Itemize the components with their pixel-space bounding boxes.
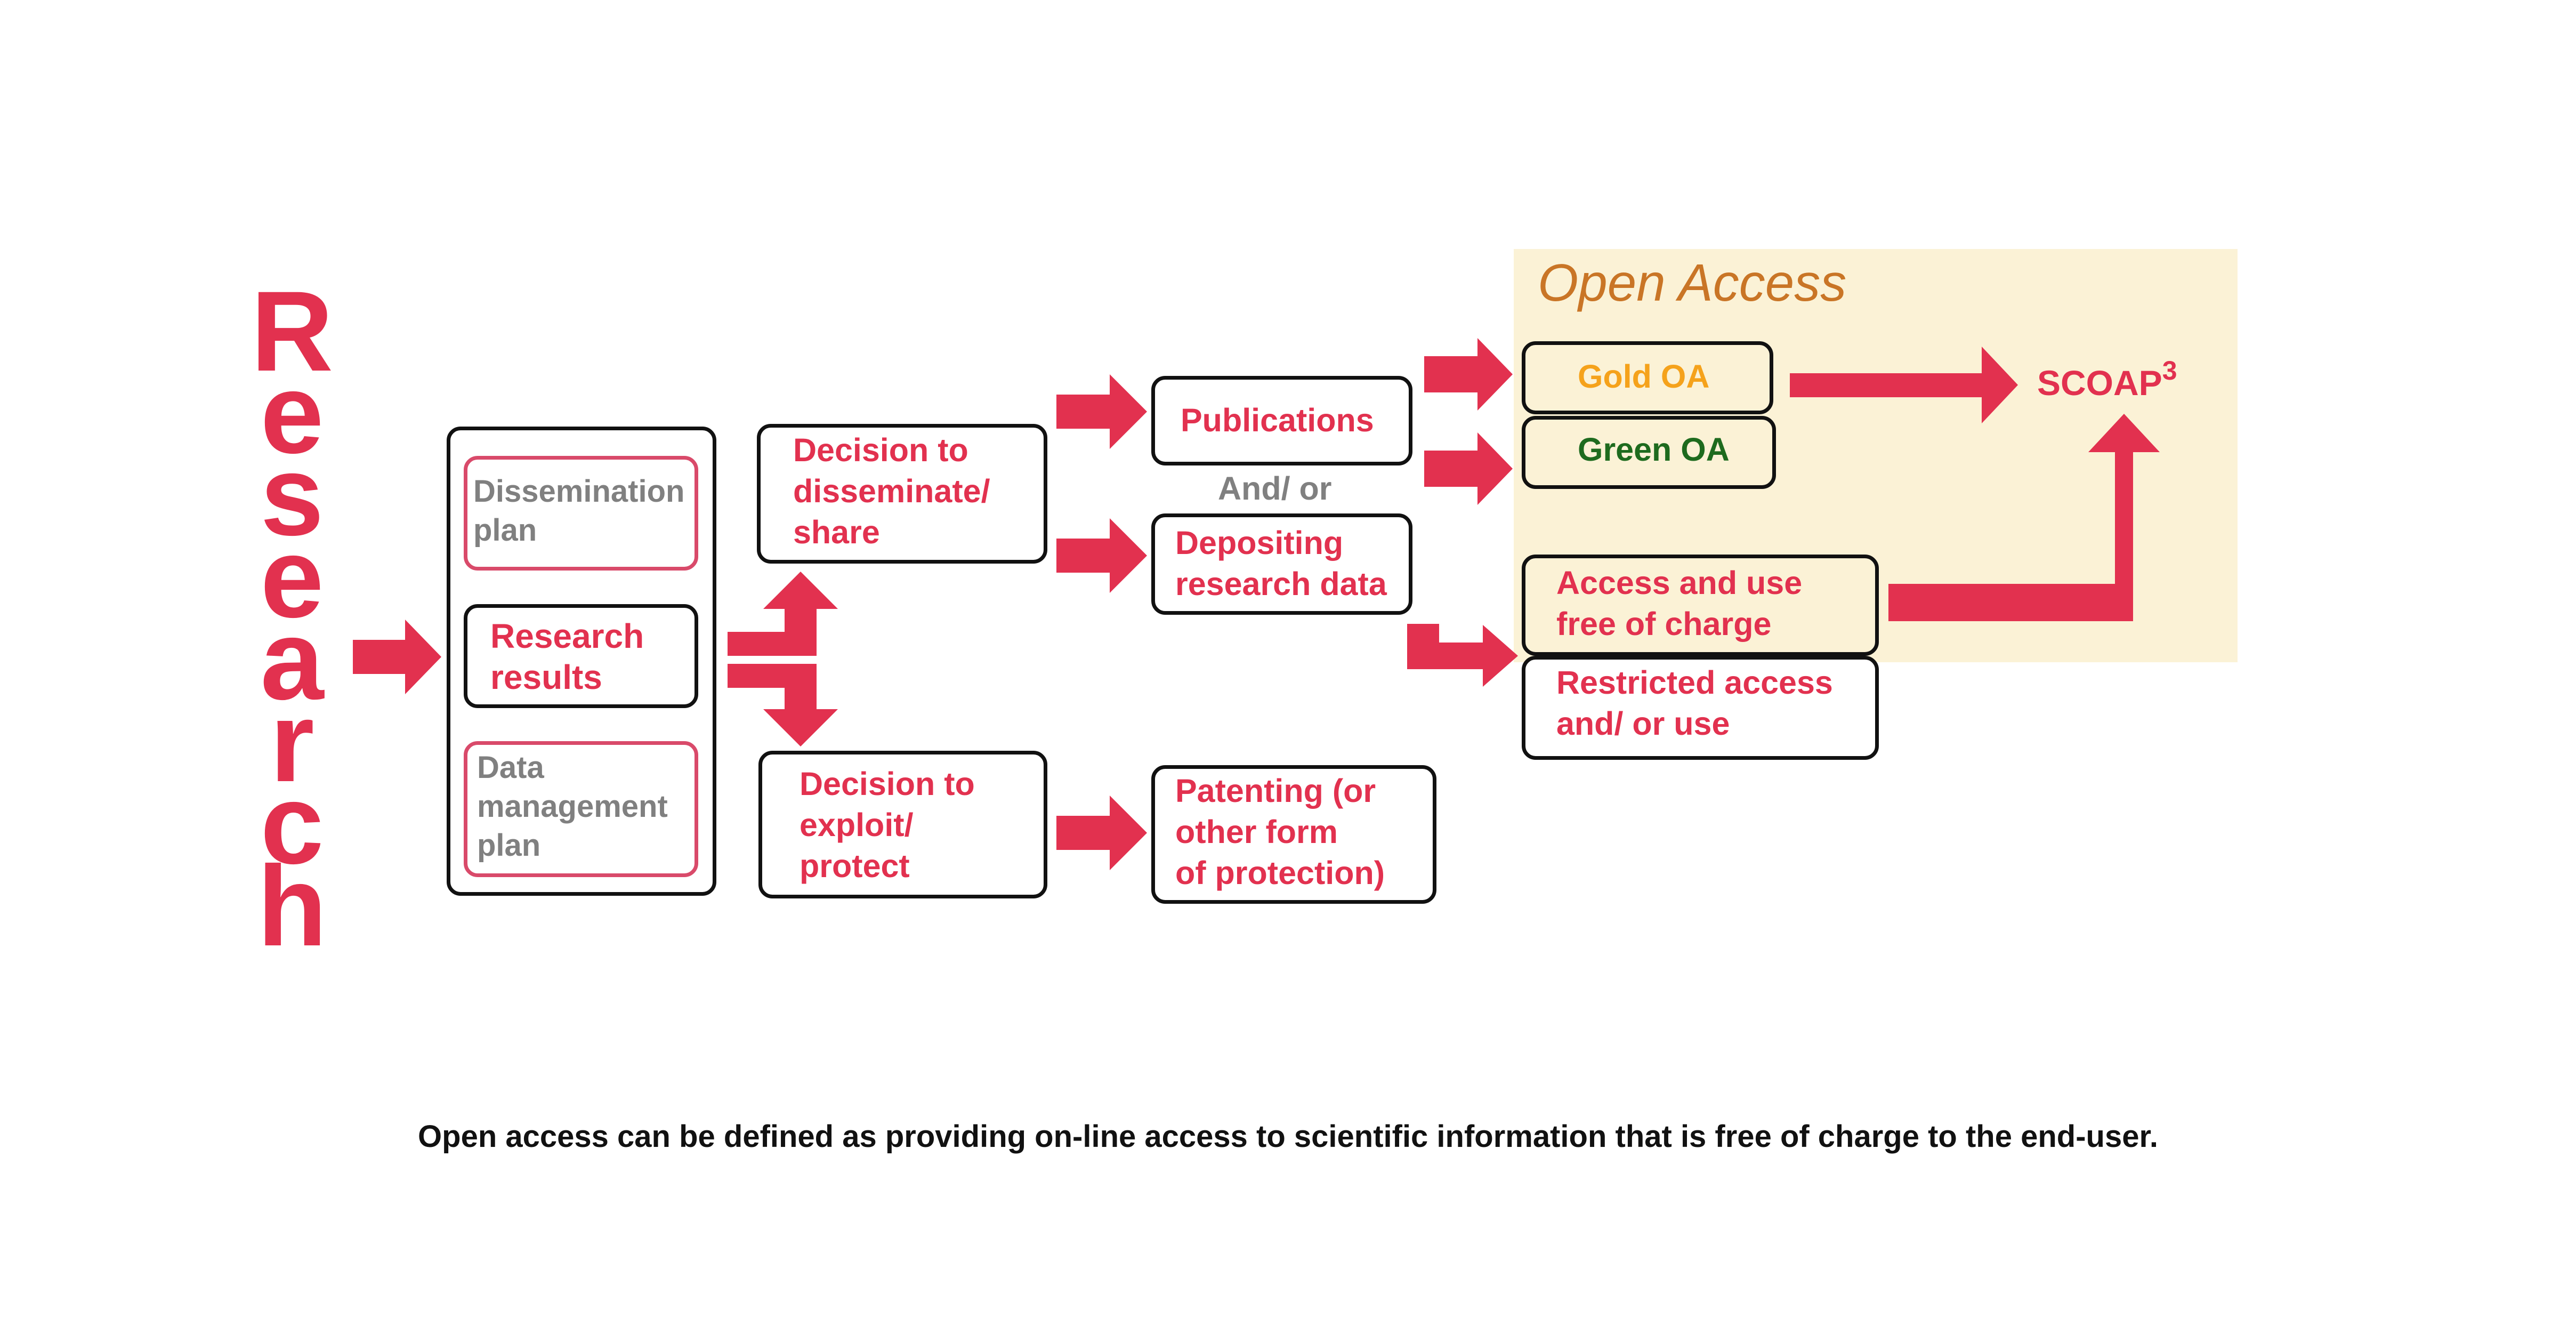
research-letter: e	[260, 350, 324, 477]
dissemination-plan-box	[464, 456, 698, 571]
patenting-label: Patenting (or other form of protection)	[1175, 773, 1385, 891]
and-or-label: And/ or	[1218, 470, 1332, 507]
scoap-superscript: 3	[2162, 356, 2177, 386]
research-letter: h	[257, 842, 327, 970]
gold-oa-box	[1522, 341, 1773, 414]
data-management-plan-label: Data management plan	[477, 750, 668, 863]
green-oa-box	[1522, 416, 1776, 489]
open-access-title: Open Access	[1538, 253, 1847, 312]
publications-box	[1151, 376, 1412, 465]
free-access-label: Access and use free of charge	[1556, 565, 1803, 642]
dissemination-plan-label: Dissemination plan	[473, 474, 685, 548]
restricted-access-box	[1522, 656, 1879, 760]
arrow-gold-to-scoap	[1790, 347, 2018, 423]
arrow-results-down	[728, 664, 838, 746]
publications-label: Publications	[1181, 402, 1374, 438]
decision-disseminate-box	[757, 424, 1047, 564]
arrow-data-to-access	[1407, 624, 1518, 687]
research-letter: r	[270, 678, 314, 806]
decision-exploit-label: Decision to exploit/ protect	[800, 766, 975, 884]
depositing-box	[1151, 513, 1412, 615]
definition-caption: Open access can be defined as providing …	[418, 1119, 2158, 1154]
research-letter: a	[260, 596, 324, 724]
research-results-box	[464, 604, 698, 708]
depositing-label: Depositing research data	[1175, 525, 1387, 602]
research-letter: e	[260, 514, 324, 641]
scoap-name: SCOAP	[2037, 363, 2162, 403]
patenting-box	[1151, 765, 1436, 904]
arrow-to-gold-oa	[1424, 338, 1513, 411]
arrow-to-patenting	[1056, 796, 1147, 870]
green-oa-label: Green OA	[1578, 431, 1730, 468]
arrow-results-up	[728, 572, 838, 656]
research-letter: c	[260, 760, 324, 888]
arrow-free-to-scoap	[1888, 414, 2160, 621]
arrow-to-green-oa	[1424, 432, 1513, 505]
decision-disseminate-label: Decision to disseminate/ share	[793, 432, 990, 550]
research-letter: s	[260, 432, 324, 559]
free-access-box	[1522, 555, 1879, 656]
arrow-research-to-results	[353, 620, 441, 694]
restricted-access-label: Restricted access and/ or use	[1556, 664, 1833, 742]
data-management-plan-box	[464, 741, 698, 877]
research-results-label: Research results	[490, 617, 644, 696]
decision-exploit-box	[758, 751, 1047, 898]
gold-oa-label: Gold OA	[1578, 358, 1710, 395]
arrow-to-depositing	[1056, 518, 1147, 593]
research-letter: R	[251, 268, 334, 395]
arrow-to-publications	[1056, 374, 1147, 449]
scoap3-label: SCOAP3	[2037, 356, 2177, 403]
